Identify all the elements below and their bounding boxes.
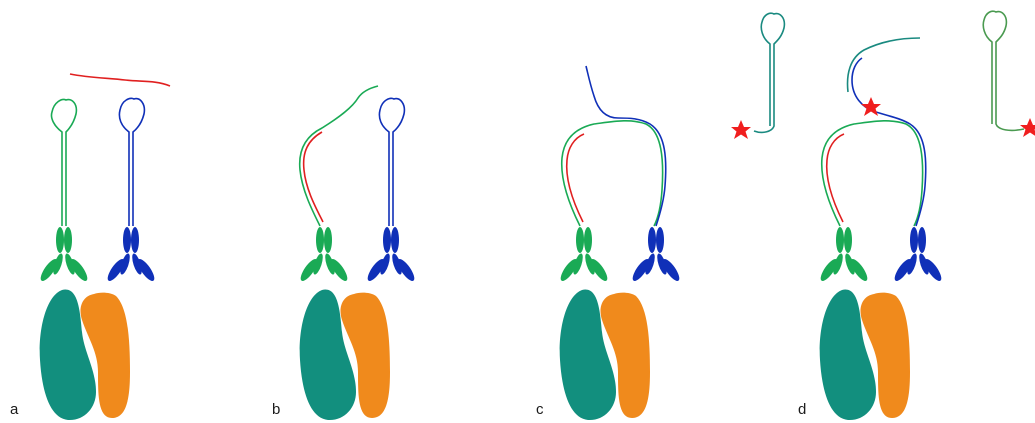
panel-label-a: a bbox=[10, 401, 19, 418]
red-target-strand bbox=[70, 74, 170, 86]
green-antibody bbox=[298, 227, 350, 283]
panel-d: d bbox=[731, 11, 1035, 420]
panel-label-d: d bbox=[798, 401, 806, 418]
red-star-fluorophore bbox=[1020, 118, 1035, 137]
blue-antibody bbox=[365, 227, 417, 283]
teal-probe-hairpin bbox=[754, 13, 784, 132]
red-annealed-strand bbox=[827, 134, 844, 222]
panel-a: a bbox=[10, 74, 170, 420]
blue-antibody bbox=[630, 227, 682, 283]
green-antibody bbox=[38, 227, 90, 283]
teal-extension-strand bbox=[848, 38, 920, 92]
blue-antibody bbox=[892, 227, 944, 283]
green-opened-strand bbox=[300, 86, 378, 226]
blue-hairpin bbox=[119, 98, 144, 226]
green-antibody bbox=[558, 227, 610, 283]
panel-label-b: b bbox=[272, 401, 280, 418]
green-antibody bbox=[818, 227, 870, 283]
blue-arch-strand bbox=[852, 58, 926, 226]
blue-arch-strand bbox=[586, 66, 666, 226]
panel-label-c: c bbox=[536, 401, 544, 418]
blue-antibody bbox=[105, 227, 157, 283]
panel-b: b bbox=[272, 86, 417, 420]
blue-hairpin bbox=[379, 98, 404, 226]
red-annealed-strand bbox=[567, 134, 584, 222]
green-probe-hairpin bbox=[983, 11, 1024, 130]
green-hairpin bbox=[51, 100, 76, 227]
red-annealed-strand bbox=[304, 132, 323, 222]
panel-c: c bbox=[536, 66, 682, 420]
red-star-fluorophore bbox=[731, 120, 751, 139]
